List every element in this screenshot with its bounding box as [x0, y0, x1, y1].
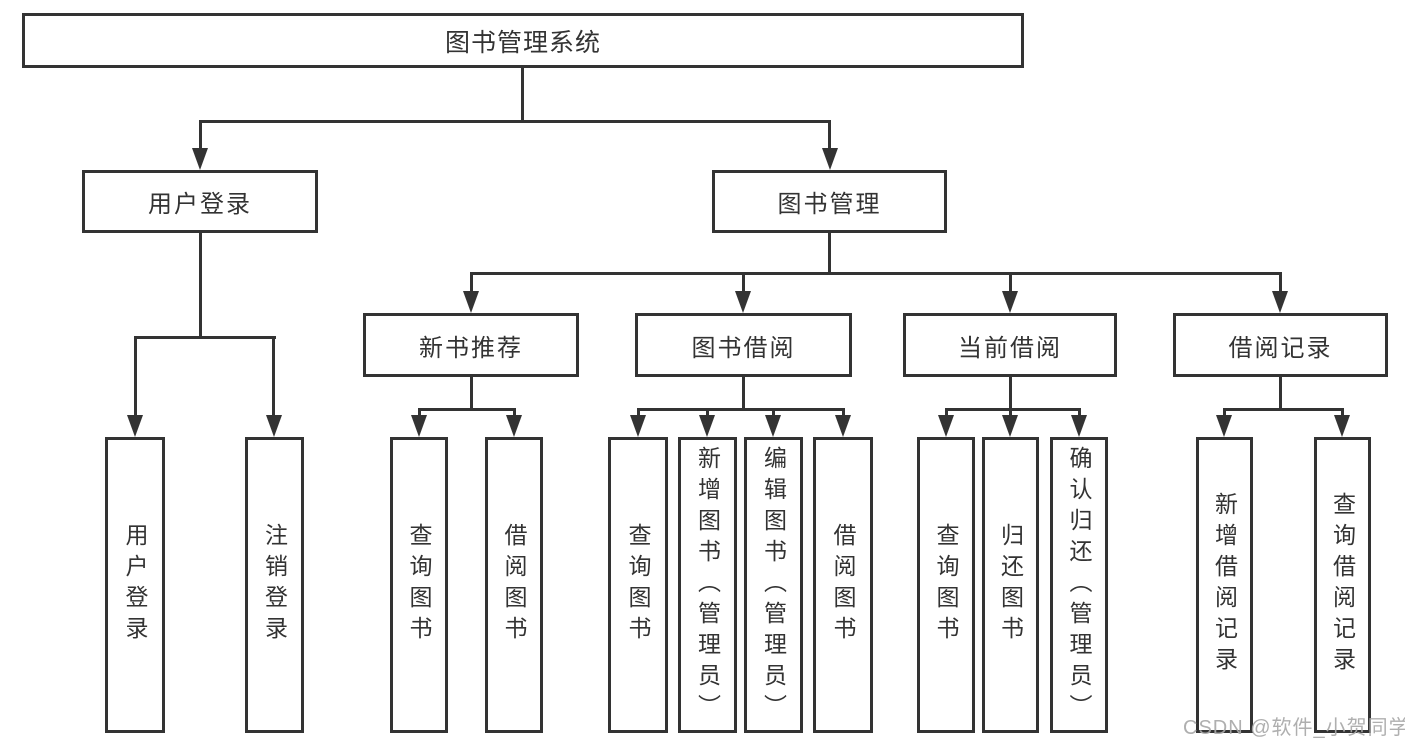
arrow-down-icon [1334, 415, 1350, 437]
connector-to-borrowing-borrow [842, 408, 845, 419]
connector-to-user-login [199, 120, 202, 152]
node-new-book-recommend: 新书推荐 [363, 313, 579, 377]
connector-to-current-confirm [1078, 408, 1081, 419]
node-book-management: 图书管理 [712, 170, 947, 233]
arrow-down-icon [699, 415, 715, 437]
connector-root-stem [521, 68, 524, 122]
connector-to-book-management [828, 120, 831, 152]
connector-to-leaf-logout [272, 336, 275, 419]
arrow-down-icon [411, 415, 427, 437]
connector-to-records-query [1341, 408, 1344, 419]
leaf-newbook-borrow-books-label: 借阅图书 [501, 523, 527, 647]
connector-to-current-query [945, 408, 948, 419]
arrow-down-icon [938, 415, 954, 437]
arrow-down-icon [127, 415, 143, 437]
connector-newbook-bar [418, 408, 516, 411]
leaf-current-return-books: 归还图书 [982, 437, 1039, 733]
arrow-down-icon [1002, 291, 1018, 313]
leaf-borrow-edit-books-admin: 编辑图书（管理员） [744, 437, 803, 733]
leaf-records-add-record: 新增借阅记录 [1196, 437, 1253, 733]
connector-to-new-book-recommend [470, 272, 473, 295]
connector-records-stem [1279, 377, 1282, 411]
arrow-down-icon [506, 415, 522, 437]
arrow-down-icon [765, 415, 781, 437]
connector-to-current-borrowing [1009, 272, 1012, 295]
leaf-logout-label: 注销登录 [261, 523, 288, 647]
csdn-watermark: CSDN @软件_小贺同学 [1183, 717, 1405, 739]
node-book-borrowing: 图书借阅 [635, 313, 852, 377]
leaf-records-add-record-label: 新增借阅记录 [1211, 492, 1238, 678]
leaf-borrow-add-books-admin-label: 新增图书（管理员） [694, 445, 721, 725]
connector-to-borrowing-edit [772, 408, 775, 419]
connector-management-stem [828, 232, 831, 275]
leaf-current-query-books-label: 查询图书 [933, 523, 959, 647]
connector-current-bar [945, 408, 1081, 411]
arrow-down-icon [463, 291, 479, 313]
node-current-borrowing: 当前借阅 [903, 313, 1117, 377]
connector-to-newbook-query [418, 408, 421, 419]
connector-to-borrowing-add [706, 408, 709, 419]
connector-user-bar [134, 336, 276, 339]
node-book-borrowing-label: 图书借阅 [691, 334, 796, 362]
connector-borrowing-bar [637, 408, 844, 411]
leaf-records-query-record: 查询借阅记录 [1314, 437, 1371, 733]
leaf-current-confirm-return-admin-label: 确认归还（管理员） [1066, 445, 1092, 725]
node-borrow-records: 借阅记录 [1173, 313, 1388, 377]
node-current-borrowing-label: 当前借阅 [958, 334, 1062, 362]
arrow-down-icon [1071, 415, 1087, 437]
connector-to-leaf-user-login [134, 336, 137, 419]
leaf-borrow-query-books: 查询图书 [608, 437, 668, 733]
arrow-down-icon [266, 415, 282, 437]
connector-to-records-add [1223, 408, 1226, 419]
arrow-down-icon [192, 148, 208, 170]
connector-newbook-stem [470, 377, 473, 411]
connector-management-bar [470, 272, 1282, 275]
leaf-newbook-borrow-books: 借阅图书 [485, 437, 543, 733]
leaf-logout: 注销登录 [245, 437, 304, 733]
connector-root-bar [199, 120, 831, 123]
leaf-borrow-query-books-label: 查询图书 [625, 523, 651, 647]
leaf-records-query-record-label: 查询借阅记录 [1329, 492, 1356, 678]
leaf-current-query-books: 查询图书 [917, 437, 975, 733]
leaf-current-confirm-return-admin: 确认归还（管理员） [1050, 437, 1108, 733]
connector-borrowing-stem [742, 377, 745, 411]
node-library-system-label: 图书管理系统 [444, 28, 601, 57]
leaf-borrow-add-books-admin: 新增图书（管理员） [678, 437, 737, 733]
connector-to-newbook-borrow [513, 408, 516, 419]
connector-to-current-return [1009, 408, 1012, 419]
arrow-down-icon [835, 415, 851, 437]
leaf-newbook-query-books: 查询图书 [390, 437, 448, 733]
arrow-down-icon [630, 415, 646, 437]
leaf-user-login-label: 用户登录 [122, 523, 148, 647]
leaf-borrow-edit-books-admin-label: 编辑图书（管理员） [760, 445, 787, 725]
leaf-borrow-borrow-books-label: 借阅图书 [830, 523, 856, 647]
leaf-current-return-books-label: 归还图书 [997, 523, 1024, 647]
node-user-login-label: 用户登录 [148, 191, 252, 218]
arrow-down-icon [1216, 415, 1232, 437]
connector-user-stem [199, 233, 202, 339]
node-borrow-records-label: 借阅记录 [1228, 334, 1333, 362]
arrow-down-icon [1002, 415, 1018, 437]
connector-to-borrow-records [1279, 272, 1282, 295]
arrow-down-icon [735, 291, 751, 313]
leaf-user-login: 用户登录 [105, 437, 165, 733]
connector-records-bar [1223, 408, 1344, 411]
arrow-down-icon [1272, 291, 1288, 313]
node-library-system: 图书管理系统 [22, 13, 1024, 68]
arrow-down-icon [822, 148, 838, 170]
node-user-login: 用户登录 [82, 170, 318, 233]
node-book-management-label: 图书管理 [777, 191, 882, 218]
leaf-borrow-borrow-books: 借阅图书 [813, 437, 873, 733]
connector-to-book-borrowing [742, 272, 745, 295]
leaf-newbook-query-books-label: 查询图书 [406, 523, 432, 647]
connector-current-stem [1009, 377, 1012, 411]
node-new-book-recommend-label: 新书推荐 [419, 334, 523, 362]
connector-to-borrowing-query [637, 408, 640, 419]
